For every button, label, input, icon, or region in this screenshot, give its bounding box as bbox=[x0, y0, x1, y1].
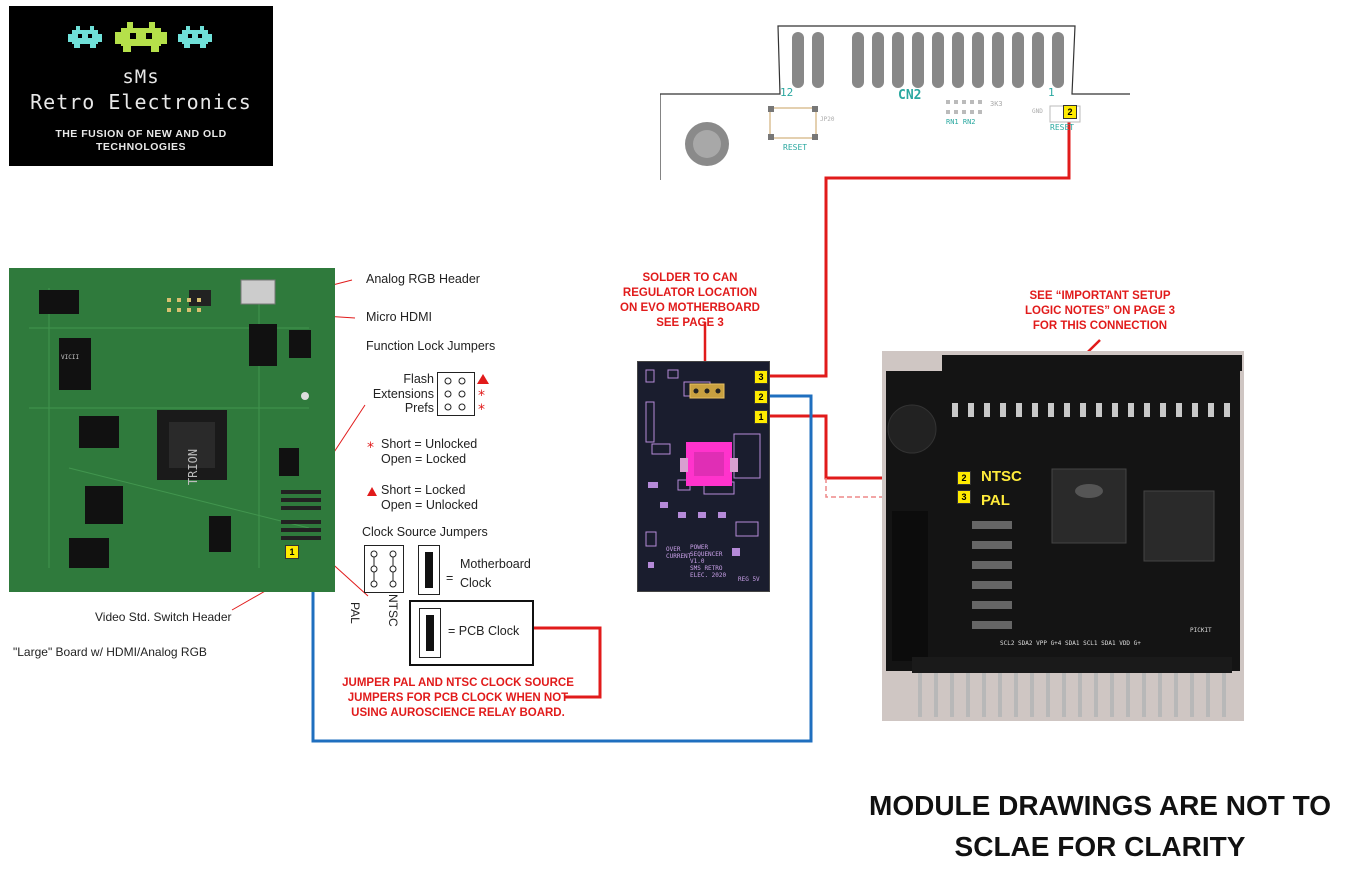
reset-right-label: RESET bbox=[1050, 123, 1075, 132]
setup-note-line-3: FOR THIS CONNECTION bbox=[1032, 320, 1168, 332]
reset-wire bbox=[770, 118, 1071, 378]
jumper-note-line-1: JUMPER PAL AND NTSC CLOCK SOURCE bbox=[342, 677, 574, 689]
cn2-label: CN2 bbox=[898, 88, 922, 103]
pin-1-label: 1 bbox=[1048, 86, 1055, 99]
seq-overcurrent-2: CURRENT bbox=[666, 553, 692, 560]
solder-note-line-2: REGULATOR LOCATION bbox=[622, 287, 758, 299]
space-invader-icon bbox=[9, 20, 273, 60]
flash-label: Flash bbox=[403, 372, 434, 386]
jp20-label: JP20 bbox=[820, 116, 835, 123]
micro-hdmi-label: Micro HDMI bbox=[366, 310, 432, 324]
jumper-note-line-3: USING AUROSCIENCE RELAY BOARD. bbox=[351, 707, 565, 719]
brand-tagline: THE FUSION OF NEW AND OLD TECHNOLOGIES bbox=[55, 128, 227, 153]
solder-note: SOLDER TO CAN REGULATOR LOCATION ON EVO … bbox=[600, 271, 780, 331]
ntsc-label: NTSC bbox=[386, 594, 400, 627]
scale-disclaimer-line-1: MODULE DRAWINGS ARE NOT TO bbox=[869, 790, 1331, 821]
scale-disclaimer: MODULE DRAWINGS ARE NOT TO SCLAE FOR CLA… bbox=[840, 785, 1360, 867]
mb-clock-label-2: Clock bbox=[460, 576, 492, 590]
brand-logo: sMs Retro Electronics THE FUSION OF NEW … bbox=[9, 6, 273, 166]
seq-silk-line-3: V1.0 bbox=[690, 558, 705, 565]
seq-silk-line-4: SMS RETRO bbox=[690, 565, 723, 572]
brand-name-line1: sMs bbox=[122, 66, 160, 88]
pcb-clock-label: = PCB Clock bbox=[448, 624, 520, 638]
rn-labels: RN1 RN2 bbox=[946, 118, 976, 126]
analog-rgb-label: Analog RGB Header bbox=[366, 272, 480, 286]
seq-pin-2: 2 bbox=[754, 390, 768, 404]
svg-text:*: * bbox=[478, 388, 485, 404]
note-bracket bbox=[531, 626, 602, 699]
relay-pal-label: PAL bbox=[981, 492, 1010, 509]
large-board-caption: "Large" Board w/ HDMI/Analog RGB bbox=[13, 645, 207, 659]
relay-board-image: SCL2 SDA2 VPP G+4 SDA1 SCL1 SDA1 VDD G+ … bbox=[882, 351, 1244, 721]
power-sequencer-board-image: POWER SEQUENCER V1.0 SMS RETRO ELEC. 202… bbox=[637, 361, 770, 592]
relay-bottom-silk: SCL2 SDA2 VPP G+4 SDA1 SCL1 SDA1 VDD G+ bbox=[1000, 640, 1141, 647]
seq-silk-line-2: SEQUENCER bbox=[690, 551, 723, 558]
video-std-label: Video Std. Switch Header bbox=[95, 610, 232, 624]
function-lock-jumper-block bbox=[437, 372, 475, 416]
brand-name-line2: Retro Electronics bbox=[30, 90, 252, 114]
function-lock-label: Function Lock Jumpers bbox=[366, 339, 496, 353]
prefs-label: Prefs bbox=[404, 401, 434, 415]
extensions-label: Extensions bbox=[372, 387, 434, 401]
seq-overcurrent-1: OVER bbox=[666, 546, 681, 553]
short-unlocked-label: Short = Unlocked bbox=[381, 437, 478, 451]
pcb-clock-jumper-icon bbox=[419, 608, 441, 658]
pal-label: PAL bbox=[348, 602, 362, 624]
rn-value-label: 3K3 bbox=[990, 100, 1003, 108]
vicii-label: VICII bbox=[61, 354, 80, 361]
solder-note-line-4: SEE PAGE 3 bbox=[656, 317, 724, 329]
triangle-legend-icon bbox=[367, 487, 377, 496]
seq-silk-line-1: POWER bbox=[690, 544, 709, 551]
svg-text:*: * bbox=[478, 402, 485, 415]
video-std-pin-marker: 1 bbox=[285, 545, 299, 559]
video-board-image: TRION VICII 1 bbox=[9, 268, 335, 592]
motherboard-clock-jumper-icon bbox=[418, 545, 440, 595]
open-unlocked-label: Open = Unlocked bbox=[381, 498, 478, 512]
seq-silk-line-5: ELEC. 2020 bbox=[690, 572, 727, 579]
reset-left-label: RESET bbox=[783, 143, 808, 152]
jumper-note-line-2: JUMPERS FOR PCB CLOCK WHEN NOT bbox=[347, 692, 569, 704]
reset-pin-marker: 2 bbox=[1063, 105, 1077, 119]
mb-clock-label-1: Motherboard bbox=[460, 557, 531, 571]
cn2-connector: 12 1 CN2 RESET RESET JP20 RN1 RN2 3K3 GN… bbox=[659, 22, 1130, 182]
setup-note: SEE “IMPORTANT SETUP LOGIC NOTES” ON PAG… bbox=[1010, 289, 1190, 334]
seq-pin-3: 3 bbox=[754, 370, 768, 384]
solder-note-line-1: SOLDER TO CAN bbox=[642, 272, 738, 284]
mb-clock-eq: = bbox=[446, 571, 454, 585]
gnd-label: GND bbox=[1032, 108, 1043, 115]
short-locked-label: Short = Locked bbox=[381, 483, 466, 497]
asterisk-legend-icon: * bbox=[367, 440, 374, 456]
clock-source-label: Clock Source Jumpers bbox=[362, 525, 488, 539]
jumper-note: JUMPER PAL AND NTSC CLOCK SOURCE JUMPERS… bbox=[330, 676, 586, 721]
relay-pin-pal: 3 bbox=[957, 490, 971, 504]
clock-jumper-block bbox=[364, 545, 404, 593]
fpga-chip-label: TRION bbox=[186, 448, 201, 486]
pickit-label: PICKIT bbox=[1190, 627, 1212, 634]
solder-note-line-3: ON EVO MOTHERBOARD bbox=[620, 302, 760, 314]
setup-note-line-1: SEE “IMPORTANT SETUP bbox=[1029, 290, 1171, 302]
seq-pin-1: 1 bbox=[754, 410, 768, 424]
relay-pin-ntsc: 2 bbox=[957, 471, 971, 485]
seq-reg5v-label: REG 5V bbox=[738, 576, 760, 583]
pcb-clock-highlight-box: = PCB Clock bbox=[409, 600, 534, 666]
scale-disclaimer-line-2: SCLAE FOR CLARITY bbox=[954, 831, 1246, 862]
lock-marker-icons: * * bbox=[477, 374, 489, 415]
setup-note-line-2: LOGIC NOTES” ON PAGE 3 bbox=[1025, 305, 1175, 317]
open-locked-label: Open = Locked bbox=[381, 452, 467, 466]
pin-12-label: 12 bbox=[780, 86, 794, 99]
relay-ntsc-label: NTSC bbox=[981, 468, 1022, 485]
